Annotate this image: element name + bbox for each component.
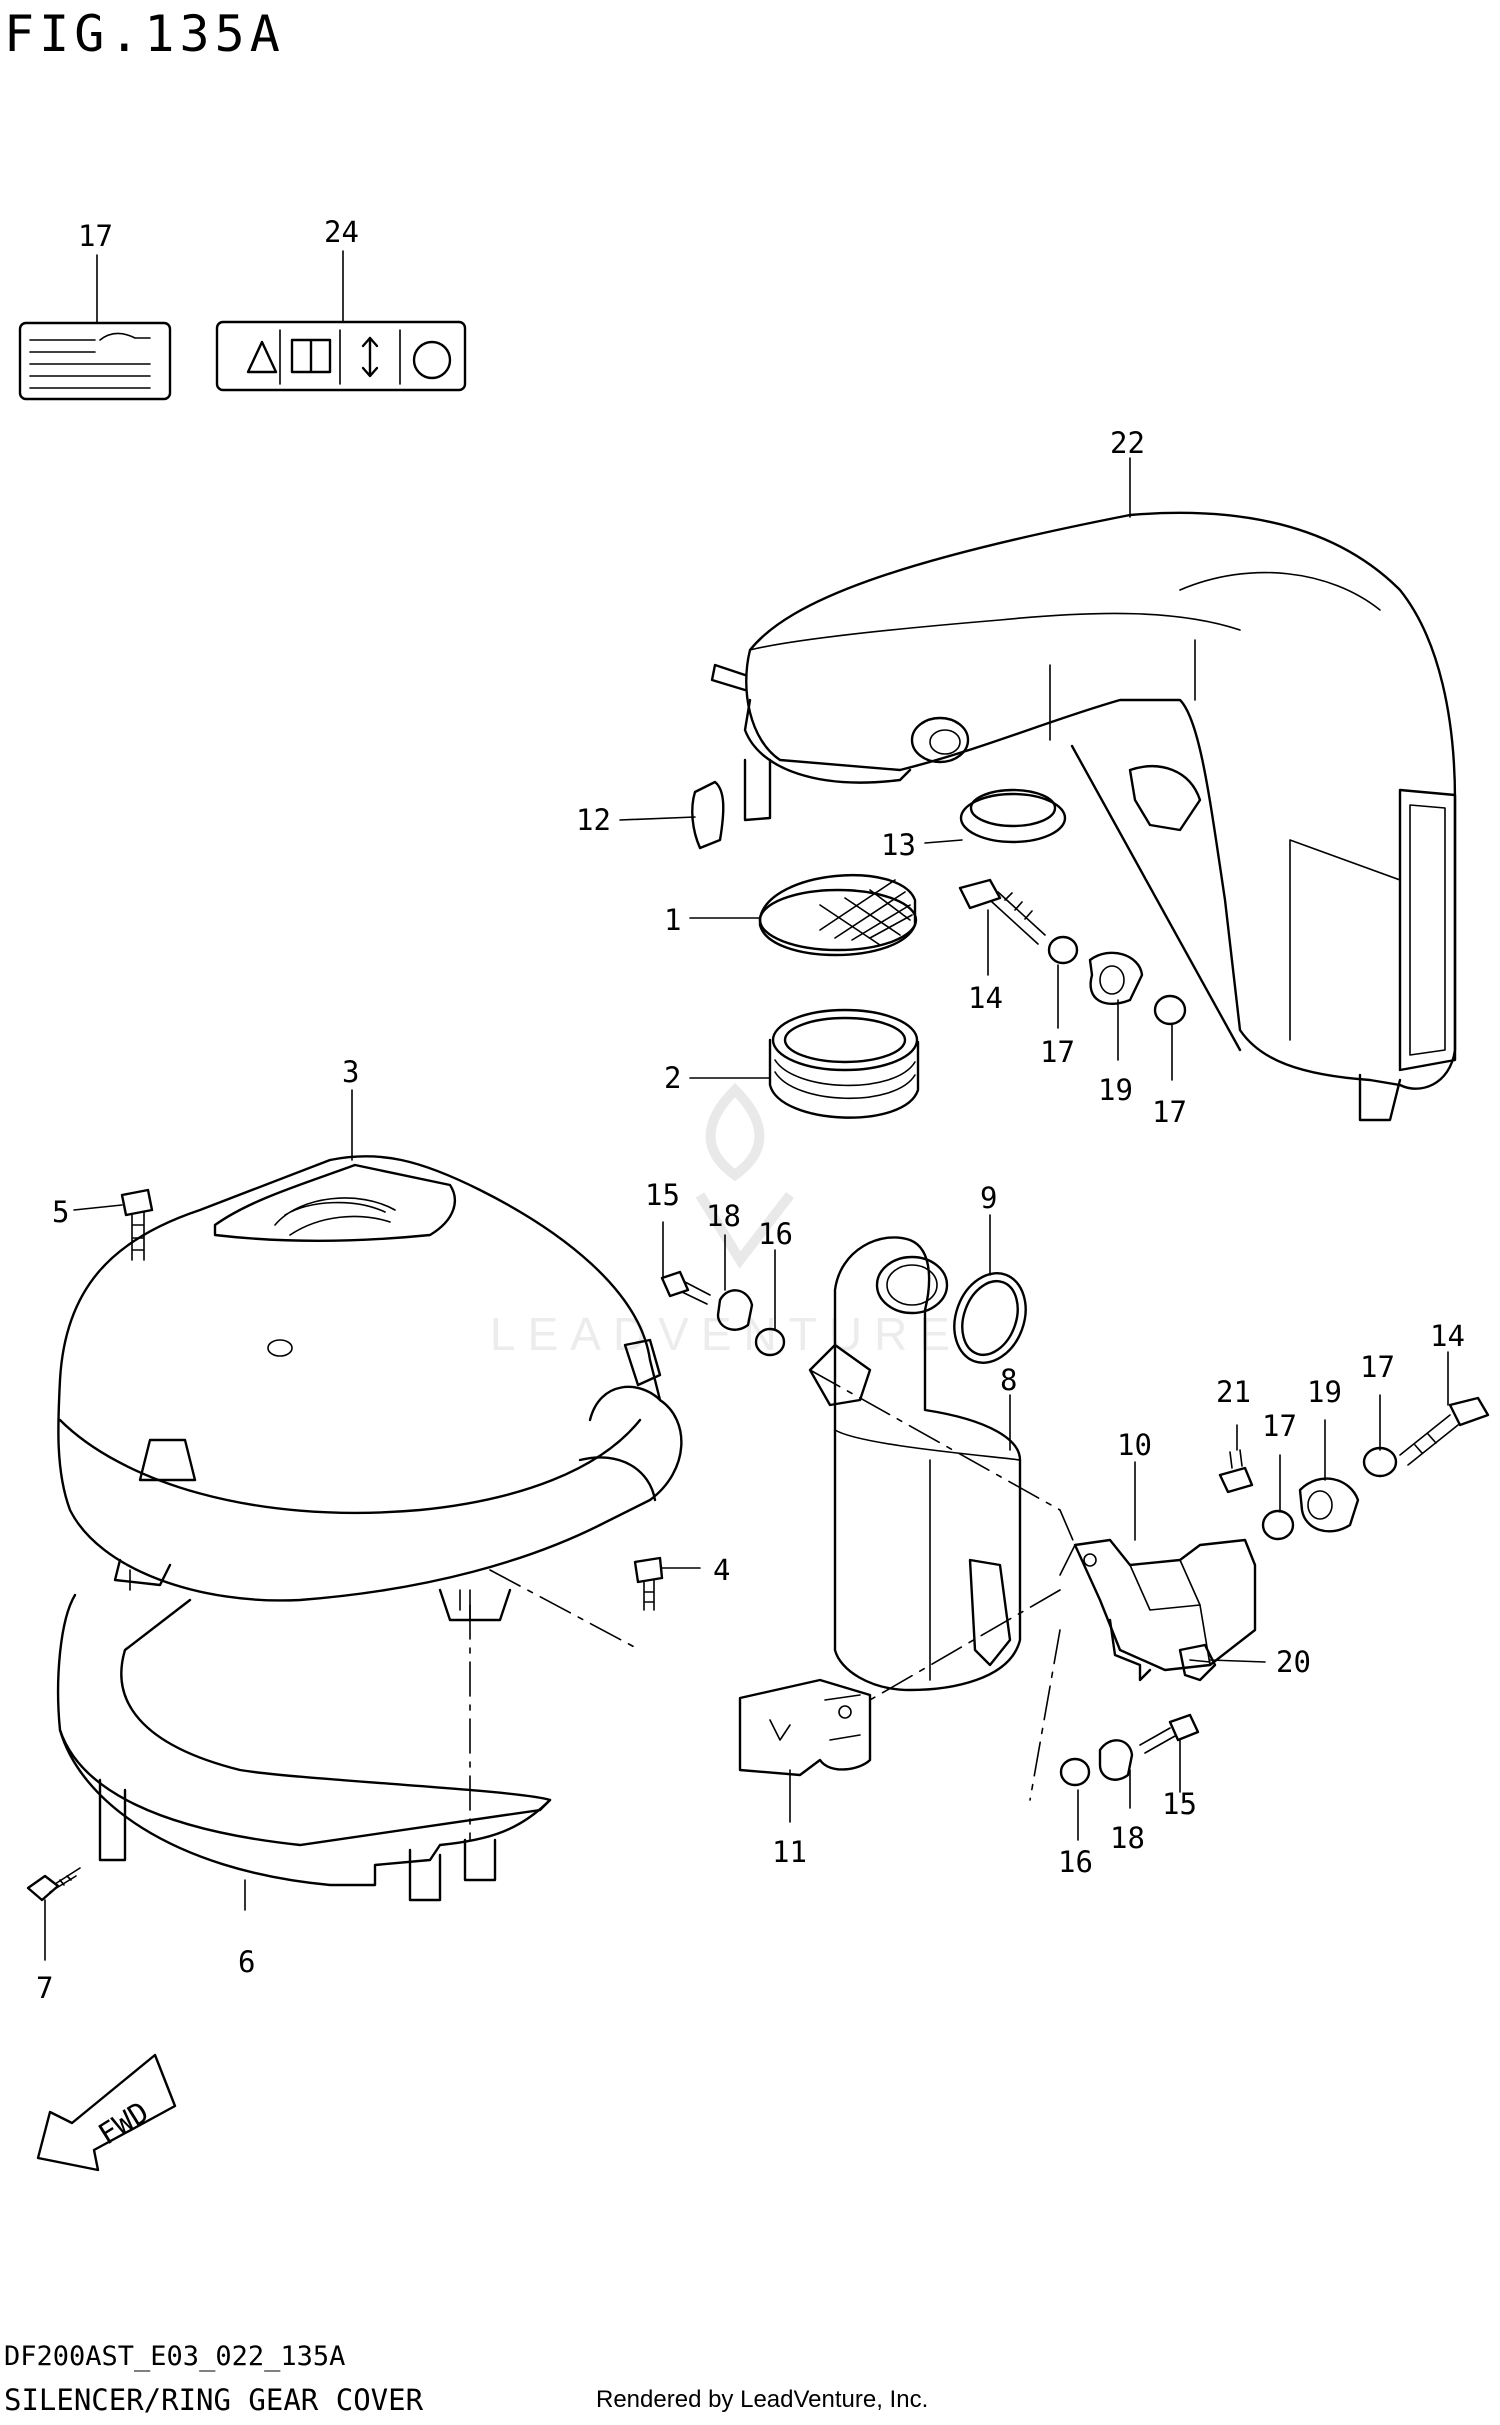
callout-14-upper: 14 <box>968 981 1003 1015</box>
silencer-seal-part <box>953 1272 1027 1364</box>
bolt-5-part <box>120 1188 154 1261</box>
lower-bracket-part <box>738 1678 872 1777</box>
bolt-7-part <box>26 1867 81 1902</box>
forward-direction-arrow: FWD <box>36 2053 177 2172</box>
intake-duct-part <box>710 511 1457 1122</box>
upper-mount-hardware <box>958 878 1187 1026</box>
callout-9: 9 <box>980 1181 997 1215</box>
fwd-label: FWD <box>92 2095 154 2152</box>
ring-gear-cover-part <box>57 1155 683 1622</box>
callout-24: 24 <box>324 215 359 249</box>
callout-21: 21 <box>1216 1375 1251 1409</box>
callout-23: 17 <box>78 219 113 253</box>
callout-18-left: 18 <box>706 1199 741 1233</box>
callout-15-bottom: 15 <box>1162 1787 1197 1821</box>
grommet-part <box>959 788 1067 844</box>
callout-16-left: 16 <box>758 1217 793 1251</box>
warning-icon <box>246 340 278 374</box>
clip-20-part <box>1178 1643 1217 1682</box>
callout-22: 22 <box>1110 426 1145 460</box>
watermark-text: LEADVENTURE <box>490 1308 962 1360</box>
bolt-21-part <box>1218 1449 1254 1494</box>
callout-10: 10 <box>1117 1428 1152 1462</box>
callout-14-right: 14 <box>1430 1319 1465 1353</box>
callout-6: 6 <box>238 1945 255 1979</box>
callout-18-bottom: 18 <box>1110 1821 1145 1855</box>
dial-icon <box>412 340 452 380</box>
oil-can-icon <box>99 332 151 341</box>
callout-20: 20 <box>1276 1645 1311 1679</box>
callout-1: 1 <box>664 903 681 937</box>
callout-17-right-a: 17 <box>1262 1409 1297 1443</box>
model-code: DF200AST_E03_022_135A <box>4 2341 346 2372</box>
callout-16-bottom: 16 <box>1058 1845 1093 1879</box>
bottom-mount-hardware <box>1059 1713 1200 1787</box>
callout-15-left: 15 <box>645 1178 680 1212</box>
callout-19-upper: 19 <box>1098 1073 1133 1107</box>
callout-8: 8 <box>1000 1363 1017 1397</box>
callout-17-upper-a: 17 <box>1040 1035 1075 1069</box>
callout-13: 13 <box>881 828 916 862</box>
callout-leader-lines <box>44 250 1449 1961</box>
bolt-4-part <box>633 1556 664 1611</box>
manual-book-icon <box>290 338 332 374</box>
silencer-bracket-part <box>1073 1538 1257 1682</box>
callout-4: 4 <box>713 1553 730 1587</box>
clip-part <box>691 780 725 850</box>
callout-3: 3 <box>342 1055 359 1089</box>
intake-seal-part <box>768 1008 920 1119</box>
callout-numbers: 17 24 22 12 13 1 2 14 17 19 17 3 5 4 6 7… <box>36 215 1465 2005</box>
watermark-logo: LEADVENTURE <box>490 1082 962 1360</box>
lower-cover-part <box>56 1593 552 1902</box>
caution-label-part <box>215 320 467 392</box>
callout-19-right: 19 <box>1307 1375 1342 1409</box>
left-mount-hardware <box>660 1270 786 1357</box>
callout-17-right-b: 17 <box>1360 1350 1395 1384</box>
section-name: SILENCER/RING GEAR COVER <box>4 2383 424 2417</box>
callout-5: 5 <box>52 1195 69 1229</box>
callout-7: 7 <box>36 1971 53 2005</box>
callout-11: 11 <box>772 1835 807 1869</box>
rendered-by-credit: Rendered by LeadVenture, Inc. <box>596 2386 929 2413</box>
silencer-part <box>808 1236 1022 1692</box>
callout-17-upper-b: 17 <box>1152 1095 1187 1129</box>
filter-screen-part <box>758 874 918 957</box>
up-down-arrow-icon <box>361 336 379 378</box>
callout-12: 12 <box>576 803 611 837</box>
assembly-guide-lines <box>469 1369 1076 1841</box>
figure-title: FIG.135A <box>4 5 285 63</box>
oil-caution-label-part <box>18 321 172 401</box>
callout-2: 2 <box>664 1061 681 1095</box>
